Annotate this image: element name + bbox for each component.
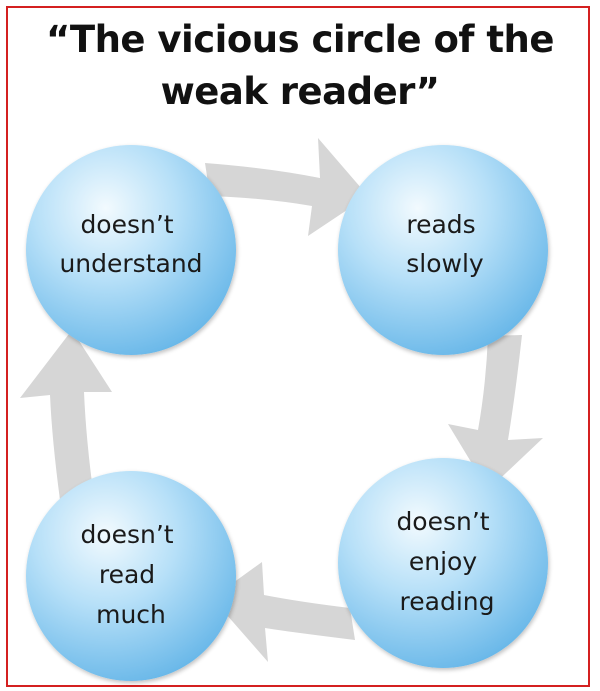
node-top-left: [26, 145, 236, 355]
title-line-2: weak reader”: [160, 70, 440, 113]
node-top-left-label: doesn’t understand: [59, 210, 202, 278]
arrow-down-icon: [448, 335, 543, 490]
arrow-right: [448, 335, 543, 490]
node-text-line: doesn’t: [80, 520, 173, 549]
node-text-line: reading: [400, 587, 495, 616]
node-text-line: much: [96, 600, 166, 629]
node-bottom-left: [26, 471, 236, 681]
arrow-left: [20, 330, 112, 500]
node-text-line: slowly: [406, 249, 484, 278]
arrow-top: [205, 138, 368, 236]
node-bottom-left-label: doesn’t read much: [80, 520, 181, 629]
arrow-bottom: [212, 562, 355, 662]
arrow-left-icon: [212, 562, 355, 662]
node-text-line: reads: [406, 210, 475, 239]
node-top-right-label: reads slowly: [406, 210, 484, 278]
node-bottom-right: [338, 458, 548, 668]
diagram-title: “The vicious circle of the weak reader”: [0, 14, 600, 118]
node-text-line: enjoy: [409, 547, 477, 576]
title-line-1: “The vicious circle of the: [46, 18, 554, 61]
node-bottom-right-label: doesn’t enjoy reading: [396, 507, 497, 616]
node-text-line: understand: [59, 249, 202, 278]
node-text-line: doesn’t: [396, 507, 489, 536]
arrow-right-icon: [205, 138, 368, 236]
node-top-right: [338, 145, 548, 355]
node-text-line: read: [99, 560, 155, 589]
arrow-up-icon: [20, 330, 112, 500]
node-text-line: doesn’t: [80, 210, 173, 239]
